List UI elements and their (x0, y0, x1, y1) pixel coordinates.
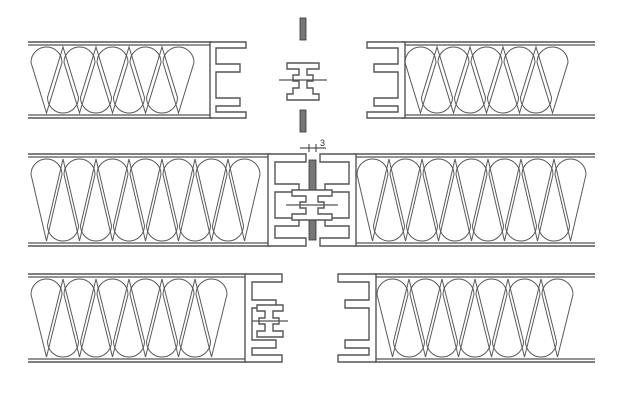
insulation-lobe (389, 158, 422, 242)
insulation-lobe (79, 278, 113, 358)
insulation-lobe (455, 158, 488, 242)
insulation-lobe (30, 278, 63, 358)
insulation-lobe (405, 158, 439, 242)
panel-skins (28, 41, 595, 363)
insulation-lobe (488, 158, 521, 242)
insulation-lobe (536, 46, 569, 115)
insulation-lobe (475, 278, 508, 358)
insulation-lobe (438, 158, 472, 242)
insulation-lobe (112, 278, 146, 358)
insulation-lobe (491, 278, 525, 358)
insulation-lobe (425, 278, 459, 358)
insulation-lobe (63, 46, 96, 115)
insulation-lobe (178, 158, 212, 242)
insulation-lobe (470, 46, 503, 115)
top-left-panel (30, 45, 195, 115)
insulation-lobe (453, 45, 487, 114)
insulation-lobe (442, 278, 475, 358)
insulation-lobe (129, 278, 162, 358)
gasket-lower (299, 109, 307, 133)
insulation-lobe (228, 158, 261, 242)
insulation-lobe (437, 46, 470, 115)
insulation-lobe (211, 158, 245, 242)
insulation-lobe (46, 45, 80, 114)
insulation-layer (30, 45, 587, 358)
bottom-left-panel (30, 278, 228, 358)
insulation-lobe (504, 158, 538, 242)
insulation-lobe (519, 45, 553, 114)
insulation-lobe (195, 158, 228, 242)
insulation-lobe (376, 278, 409, 358)
insulation-lobe (521, 158, 554, 242)
insulation-lobe (178, 278, 212, 358)
insulation-lobe (30, 46, 63, 115)
insulation-lobe (458, 278, 492, 358)
gasket-joint-upper (308, 159, 317, 193)
gasket-upper (299, 17, 307, 41)
bottom-right-panel (376, 278, 574, 358)
insulation-lobe (129, 46, 162, 115)
insulation-lobe (162, 158, 195, 242)
insulation-lobe (145, 158, 179, 242)
insulation-lobe (508, 278, 541, 358)
middle-left-panel (30, 158, 261, 242)
dimension-label: 3 (320, 138, 325, 148)
insulation-lobe (112, 158, 146, 242)
insulation-lobe (554, 158, 587, 242)
insulation-lobe (541, 278, 574, 358)
insulation-lobe (145, 278, 179, 358)
insulation-lobe (30, 158, 63, 242)
bottom-right-end-profile (337, 273, 377, 363)
insulation-lobe (486, 45, 520, 114)
insulation-lobe (112, 45, 146, 114)
insulation-lobe (195, 278, 228, 358)
insulation-lobe (392, 278, 426, 358)
insulation-lobe (404, 46, 437, 115)
insulation-lobe (471, 158, 505, 242)
insulation-lobe (422, 158, 455, 242)
insulation-lobe (145, 45, 179, 114)
middle-right-panel (356, 158, 587, 242)
insulation-lobe (162, 46, 195, 115)
insulation-lobe (96, 46, 129, 115)
insulation-lobe (409, 278, 442, 358)
insulation-lobe (63, 158, 96, 242)
top-right-end-profile (366, 41, 406, 119)
insulation-lobe (79, 158, 113, 242)
insulation-lobe (372, 158, 406, 242)
insulation-lobe (96, 158, 129, 242)
insulation-lobe (420, 45, 454, 114)
insulation-lobe (46, 278, 80, 358)
insulation-lobe (537, 158, 571, 242)
insulation-lobe (96, 278, 129, 358)
top-left-end-profile (209, 41, 247, 119)
insulation-lobe (129, 158, 162, 242)
bottom-left-end-profile (244, 273, 288, 363)
loose-connector (279, 17, 327, 133)
insulation-lobe (503, 46, 536, 115)
h-connector (286, 62, 320, 101)
insulation-lobe (356, 158, 389, 242)
top-right-panel (404, 45, 569, 115)
insulation-lobe (162, 278, 195, 358)
insulation-lobe (63, 278, 96, 358)
assembled-joint: 3 (267, 138, 357, 247)
insulation-lobe (524, 278, 558, 358)
insulation-lobe (46, 158, 80, 242)
insulation-lobe (79, 45, 113, 114)
